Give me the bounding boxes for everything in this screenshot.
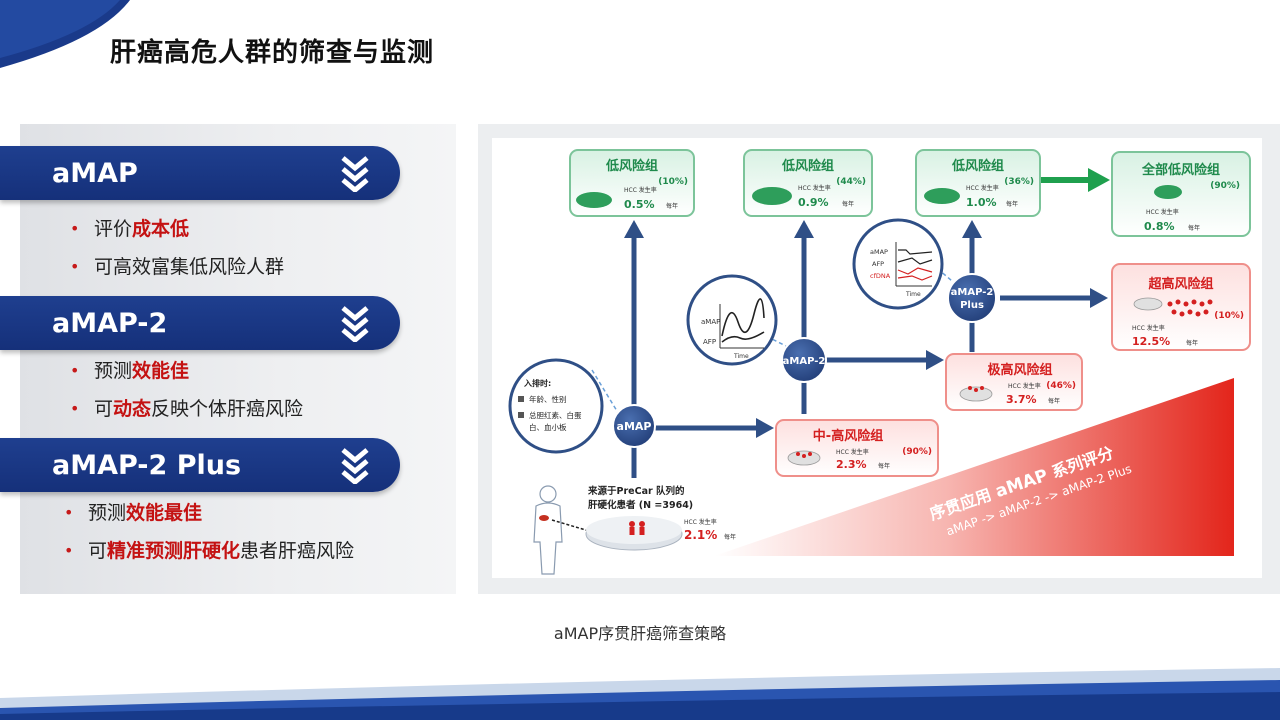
svg-text:aMAP: aMAP: [617, 420, 652, 433]
group-low-2: 低风险组 (44%) HCC 发生率 0.9% 每年: [743, 149, 873, 217]
svg-text:HCC 发生率: HCC 发生率: [684, 518, 717, 526]
bullet-list: 评价成本低 可高效富集低风险人群: [70, 210, 284, 286]
svg-text:HCC 发生率: HCC 发生率: [1132, 324, 1165, 332]
svg-text:每年: 每年: [1186, 339, 1198, 347]
svg-text:每年: 每年: [1188, 224, 1200, 232]
list-item: 可高效富集低风险人群: [70, 248, 284, 286]
amap2plus-trend-bubble: aMAP AFP cfDNA Time: [852, 218, 944, 310]
bullet-list: 预测效能佳 可动态反映个体肝癌风险: [70, 352, 303, 428]
svg-text:肝硬化患者 (N =3964): 肝硬化患者 (N =3964): [588, 499, 693, 511]
flow-arrowheads: [624, 220, 1108, 438]
svg-text:每年: 每年: [724, 533, 736, 541]
svg-text:总胆红素、白蛋: 总胆红素、白蛋: [529, 410, 582, 420]
diagram-panel: 序贯应用 aMAP 系列评分 aMAP -> aMAP-2 -> aMAP-2 …: [492, 138, 1262, 578]
list-item: 可动态反映个体肝癌风险: [70, 390, 303, 428]
svg-text:0.5%: 0.5%: [624, 198, 655, 211]
svg-text:每年: 每年: [666, 202, 678, 210]
group-low-3: 低风险组 (36%) HCC 发生率 1.0% 每年: [915, 149, 1041, 217]
section-band-amap: aMAP: [0, 146, 400, 200]
chevron-down-icon: [341, 156, 369, 192]
svg-text:入排时:: 入排时:: [523, 378, 551, 388]
svg-text:AFP: AFP: [872, 260, 884, 268]
svg-text:低风险组: 低风险组: [781, 158, 834, 174]
svg-text:年龄、性别: 年龄、性别: [529, 394, 567, 404]
svg-text:cfDNA: cfDNA: [870, 272, 891, 280]
group-mid-high: 中-高风险组 (90%) HCC 发生率 2.3% 每年: [775, 419, 939, 477]
svg-text:0.9%: 0.9%: [798, 196, 829, 209]
svg-text:白、血小板: 白、血小板: [529, 422, 567, 432]
svg-text:每年: 每年: [878, 462, 890, 470]
svg-text:3.7%: 3.7%: [1006, 393, 1037, 406]
chevron-down-icon: [341, 448, 369, 484]
svg-text:(10%): (10%): [658, 177, 688, 187]
svg-text:(90%): (90%): [1210, 181, 1240, 191]
svg-text:每年: 每年: [1006, 200, 1018, 208]
svg-text:HCC 发生率: HCC 发生率: [966, 184, 999, 192]
bottom-decoration: [0, 668, 1280, 720]
svg-text:(90%): (90%): [902, 447, 932, 457]
svg-text:2.3%: 2.3%: [836, 458, 867, 471]
svg-text:0.8%: 0.8%: [1144, 220, 1175, 233]
svg-text:Time: Time: [905, 291, 921, 298]
svg-text:HCC 发生率: HCC 发生率: [1008, 382, 1041, 390]
svg-text:(36%): (36%): [1004, 177, 1034, 187]
svg-text:HCC 发生率: HCC 发生率: [798, 184, 831, 192]
svg-text:HCC 发生率: HCC 发生率: [624, 186, 657, 194]
bullet-list: 预测效能最佳 可精准预测肝硬化患者肝癌风险: [64, 494, 354, 570]
group-low-all: 全部低风险组 (90%) HCC 发生率 0.8% 每年: [1111, 151, 1251, 237]
svg-text:12.5%: 12.5%: [1132, 335, 1170, 348]
svg-text:Time: Time: [733, 353, 749, 360]
section-title: aMAP-2 Plus: [52, 449, 242, 481]
screening-flow-diagram: 序贯应用 aMAP 系列评分 aMAP -> aMAP-2 -> aMAP-2 …: [508, 149, 1251, 575]
group-low-1: 低风险组 (10%) HCC 发生率 0.5% 每年: [569, 149, 695, 217]
svg-text:低风险组: 低风险组: [951, 158, 1004, 174]
svg-text:低风险组: 低风险组: [605, 158, 658, 174]
svg-text:aMAP: aMAP: [701, 318, 720, 326]
svg-text:HCC 发生率: HCC 发生率: [836, 448, 869, 456]
page-title: 肝癌高危人群的筛查与监测: [110, 38, 435, 68]
svg-text:1.0%: 1.0%: [966, 196, 997, 209]
svg-text:aMAP: aMAP: [870, 248, 888, 256]
svg-text:2.1%: 2.1%: [684, 528, 717, 542]
svg-text:Plus: Plus: [960, 300, 984, 311]
svg-text:(44%): (44%): [836, 177, 866, 187]
amap2-trend-bubble: aMAP AFP Time: [686, 274, 778, 366]
group-ultra-high: 超高风险组 (10%) HCC 发生率 12.5% 每年: [1111, 263, 1251, 351]
list-item: 可精准预测肝硬化患者肝癌风险: [64, 532, 354, 570]
node-amap2plus: aMAP-2 Plus: [947, 273, 997, 323]
entry-criteria-bubble: 入排时: 年龄、性别 总胆红素、白蛋 白、血小板: [508, 358, 604, 454]
svg-text:每年: 每年: [1048, 397, 1060, 405]
group-very-high: 极高风险组 (46%) HCC 发生率 3.7% 每年: [945, 353, 1083, 411]
section-band-amap2plus: aMAP-2 Plus: [0, 438, 400, 492]
svg-text:(10%): (10%): [1214, 311, 1244, 321]
risk-gradient-wedge: [714, 378, 1234, 556]
svg-text:HCC 发生率: HCC 发生率: [1146, 208, 1179, 216]
node-amap: aMAP: [612, 404, 656, 448]
green-arrow: [1040, 168, 1110, 192]
svg-text:超高风险组: 超高风险组: [1148, 276, 1213, 292]
corner-decoration: [0, 0, 130, 68]
list-item: 预测效能最佳: [64, 494, 354, 532]
list-item: 预测效能佳: [70, 352, 303, 390]
section-band-amap2: aMAP-2: [0, 296, 400, 350]
section-title: aMAP: [52, 157, 138, 189]
left-panel: aMAP 评价成本低 可高效富集低风险人群 aMAP-2 预测效能佳 可动态反映…: [0, 124, 456, 594]
list-item: 评价成本低: [70, 210, 284, 248]
base-cohort: 来源于PreCar 队列的 肝硬化患者 (N =3964) HCC 发生率 2.…: [585, 485, 736, 551]
svg-text:全部低风险组: 全部低风险组: [1141, 162, 1220, 178]
node-amap2: aMAP-2: [781, 337, 827, 383]
chevron-down-icon: [341, 306, 369, 342]
svg-text:(46%): (46%): [1046, 381, 1076, 391]
svg-text:极高风险组: 极高风险组: [987, 362, 1052, 378]
patient-figure: [533, 485, 563, 575]
svg-text:aMAP-2: aMAP-2: [783, 356, 826, 367]
svg-text:aMAP-2: aMAP-2: [951, 287, 994, 298]
figure-caption: aMAP序贯肝癌筛查策略: [553, 624, 727, 643]
svg-text:AFP: AFP: [703, 338, 716, 346]
svg-text:每年: 每年: [842, 200, 854, 208]
svg-text:来源于PreCar 队列的: 来源于PreCar 队列的: [587, 485, 685, 497]
section-title: aMAP-2: [52, 307, 168, 339]
svg-text:中-高风险组: 中-高风险组: [813, 428, 883, 444]
